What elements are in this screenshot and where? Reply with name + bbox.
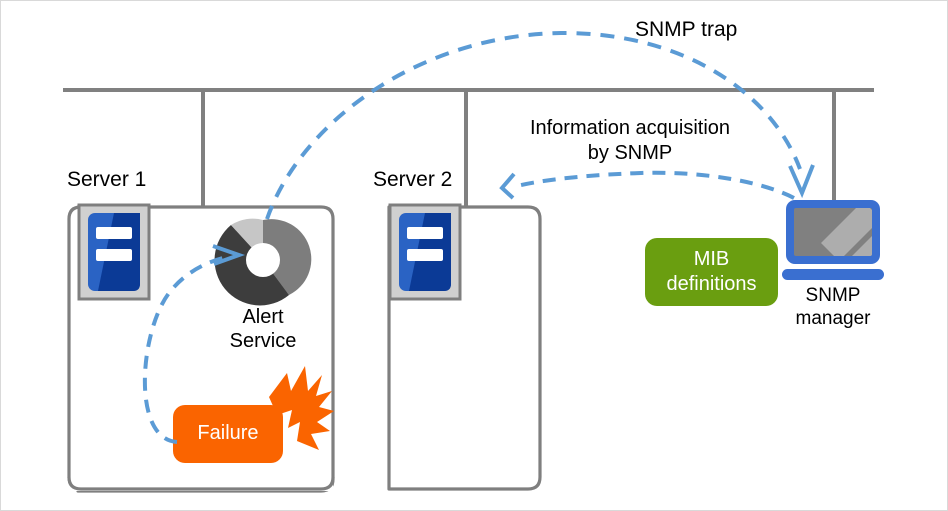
label-snmp-trap: SNMP trap	[635, 18, 738, 41]
label-alert-service-line1: Alert	[242, 306, 284, 328]
label-snmp-manager-line2: manager	[795, 308, 871, 329]
laptop-monitor-icon[interactable]	[782, 200, 895, 280]
failure-to-alert-flow	[142, 244, 246, 444]
label-snmp-manager-line1: SNMP	[805, 285, 861, 306]
label-mib-line1: MIB	[693, 248, 730, 270]
failure-burst-icon	[269, 366, 334, 450]
network-bus	[63, 88, 874, 208]
info-acquisition-flow	[499, 170, 795, 200]
label-server-2: Server 2	[373, 168, 453, 191]
label-server-1: Server 1	[67, 168, 147, 191]
alert-service-donut-icon[interactable]	[214, 218, 312, 306]
mib-definitions-box[interactable]	[645, 238, 778, 306]
server-icon-1[interactable]	[77, 203, 151, 301]
label-alert-service-line2: Service	[229, 330, 297, 352]
label-mib-line2: definitions	[666, 273, 757, 295]
label-info-acquisition-line2: by SNMP	[587, 142, 673, 164]
failure-box[interactable]	[173, 405, 283, 463]
server-icon-2[interactable]	[388, 203, 462, 301]
snmp-trap-flow	[265, 30, 815, 220]
label-failure: Failure	[197, 422, 259, 444]
label-info-acquisition-line1: Information acquisition	[529, 117, 731, 139]
